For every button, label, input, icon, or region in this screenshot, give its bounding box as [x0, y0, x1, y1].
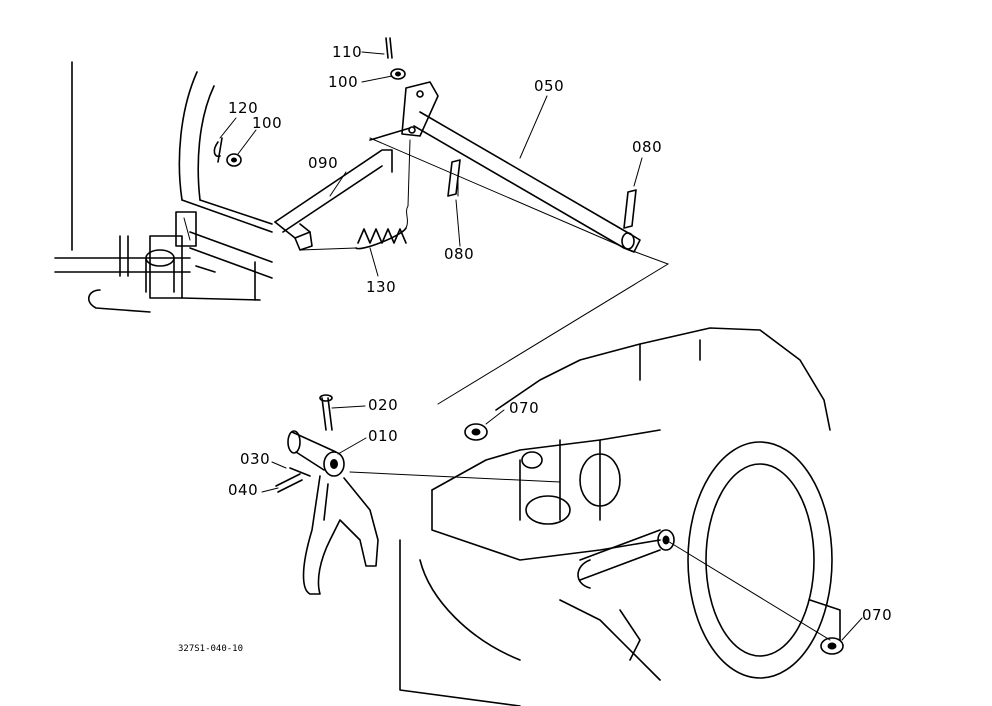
callout-120: 120: [228, 99, 259, 117]
callout-110: 110: [332, 43, 363, 61]
shift-fork-assembly: [275, 394, 844, 655]
callout-040: 040: [228, 481, 259, 499]
rod-090-spring-130: [274, 127, 411, 251]
callout-020: 020: [368, 396, 399, 414]
callout-070-bottom: 070: [862, 606, 893, 624]
housing-bracket-assembly: [54, 61, 273, 313]
callout-010: 010: [368, 427, 399, 445]
callout-080-mid: 080: [444, 245, 475, 263]
callout-090: 090: [308, 154, 339, 172]
callout-100-left: 100: [252, 114, 283, 132]
callout-100-top: 100: [328, 73, 359, 91]
callout-030: 030: [240, 450, 271, 468]
transmission-case: [349, 327, 841, 706]
shaft-050-assembly: [213, 37, 670, 405]
drawing-code: 327S1-040-10: [178, 644, 244, 654]
callout-130: 130: [366, 278, 397, 296]
callout-050: 050: [534, 77, 565, 95]
leader-lines: [219, 51, 863, 641]
callout-070-top: 070: [509, 399, 540, 417]
callout-080-right: 080: [632, 138, 663, 156]
